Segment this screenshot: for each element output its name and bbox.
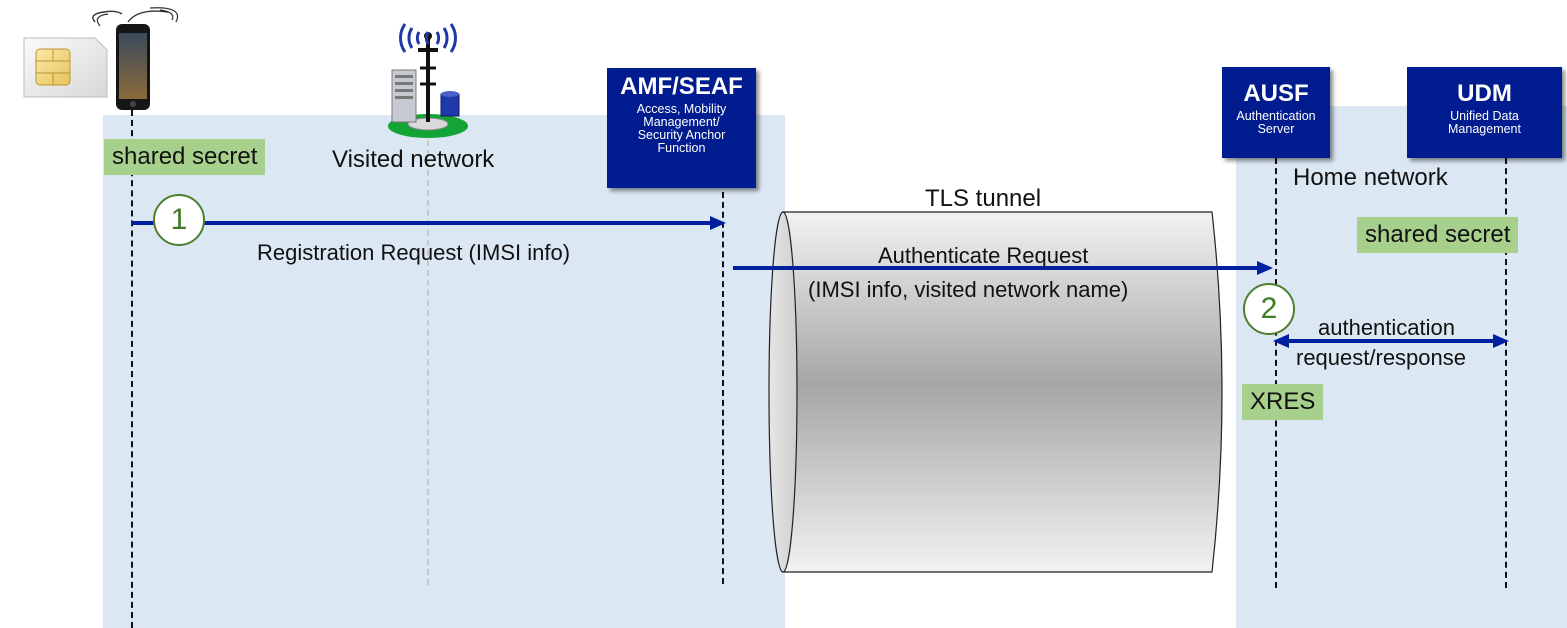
authenticate-request-detail: (IMSI info, visited network name) <box>808 277 1129 302</box>
ausf-desc-2: Server <box>1257 122 1295 136</box>
step-1-circle: 1 <box>153 194 205 246</box>
registration-request-label: Registration Request (IMSI info) <box>257 240 571 265</box>
amf-lifeline <box>722 192 724 584</box>
auth-request-response-label-1: authentication <box>1318 315 1455 340</box>
home-network-label: Home network <box>1293 164 1448 191</box>
ausf-lifeline <box>1275 158 1277 588</box>
udm-lifeline <box>1505 158 1507 588</box>
step-2-circle: 2 <box>1243 283 1295 335</box>
amf-seaf-name: AMF/SEAF <box>620 73 743 100</box>
registration-arrow <box>131 216 726 230</box>
auth-double-arrow <box>1273 334 1509 348</box>
amf-seaf-box: AMF/SEAF Access, Mobility Management/ Se… <box>607 68 756 188</box>
mobile-phone-icon <box>92 7 178 110</box>
ausf-desc-1: Authentication <box>1236 109 1316 123</box>
udm-box: UDM Unified Data Management <box>1407 67 1562 158</box>
amf-seaf-desc-1: Access, Mobility <box>636 102 727 116</box>
home-network-region <box>1236 106 1567 628</box>
home-shared-secret: shared secret <box>1357 217 1519 253</box>
visited-network-label: Visited network <box>332 146 495 173</box>
authenticate-request-label: Authenticate Request <box>878 243 1089 268</box>
ue-lifeline <box>131 110 133 628</box>
tls-tunnel-label: TLS tunnel <box>925 185 1042 212</box>
tls-tunnel <box>768 211 1223 573</box>
authenticate-arrow <box>733 261 1273 275</box>
auth-request-response-label-2: request/response <box>1296 345 1466 370</box>
cell-tower-icon <box>388 23 468 138</box>
sim-card-icon <box>23 37 108 98</box>
amf-seaf-desc-3: Security Anchor <box>637 128 726 142</box>
ue-shared-secret: shared secret <box>104 139 266 175</box>
udm-desc-2: Management <box>1448 122 1521 136</box>
xres-box: XRES <box>1242 384 1324 420</box>
visited-network-region <box>103 115 785 628</box>
udm-name: UDM <box>1457 80 1512 107</box>
amf-seaf-desc-4: Function <box>657 141 706 155</box>
base-station-lifeline <box>427 140 429 585</box>
ausf-name: AUSF <box>1243 80 1309 107</box>
amf-seaf-desc-2: Management/ <box>643 115 720 129</box>
udm-desc-1: Unified Data <box>1450 109 1519 123</box>
ausf-box: AUSF Authentication Server <box>1222 67 1330 158</box>
